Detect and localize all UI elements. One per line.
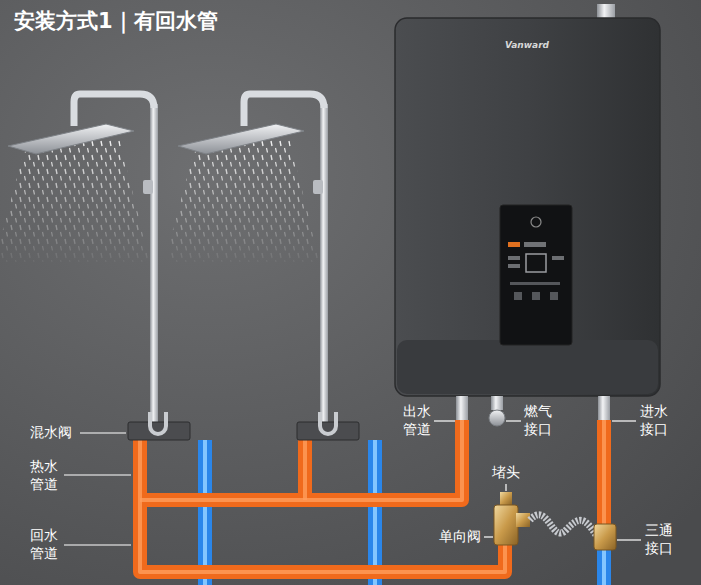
callout-label-box: 堵头 (492, 464, 520, 482)
callout-label-box: 回水 管道 (30, 527, 58, 562)
callout-label-box: 单向阀 (439, 528, 481, 546)
callout-label: 进水 接口 (640, 403, 668, 438)
callout-label-box: 出水 管道 (403, 403, 431, 438)
callout-label-box: 三通 接口 (645, 522, 673, 557)
callout-label: 单向阀 (439, 528, 481, 546)
diagram-title-box: 安装方式1｜有回水管 (14, 8, 218, 34)
callout-label: 三通 接口 (645, 522, 673, 557)
callout-label: 堵头 (492, 464, 520, 482)
callout-label: 回水 管道 (30, 527, 58, 562)
callout-label: 燃气 接口 (524, 403, 552, 438)
brand-logo: Vanward (505, 40, 549, 51)
callout-label: 混水阀 (30, 424, 72, 442)
callout-label: 出水 管道 (403, 403, 431, 438)
callout-label-box: 混水阀 (30, 424, 72, 442)
diagram-title: 安装方式1｜有回水管 (14, 8, 218, 34)
callout-label-box: 燃气 接口 (524, 403, 552, 438)
callout-label-box: 进水 接口 (640, 403, 668, 438)
callout-label: 热水 管道 (30, 458, 58, 493)
brand-logo-box: Vanward (505, 40, 549, 51)
callout-label-box: 热水 管道 (30, 458, 58, 493)
